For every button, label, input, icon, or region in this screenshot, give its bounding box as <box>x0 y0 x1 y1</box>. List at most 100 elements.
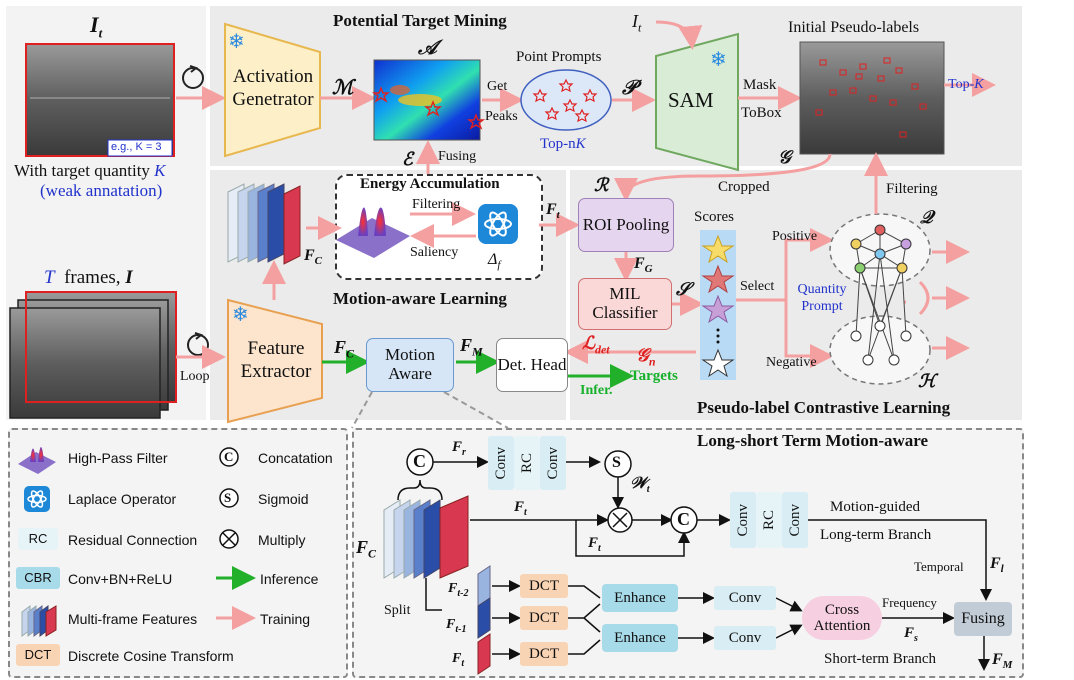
wt-label: 𝒲t <box>630 475 650 496</box>
activation-generator-label: Activation Genetrator <box>232 66 314 110</box>
feature-extractor-shape <box>227 298 323 424</box>
legend-rc: Residual Connection <box>68 532 198 548</box>
lstm-title: Long-short Term Motion-aware <box>697 431 929 450</box>
topnk-label: Top-nK <box>540 136 586 152</box>
conv-block-top-2: Conv <box>540 436 566 490</box>
math-S: 𝒮 <box>676 279 690 299</box>
dct-block-3: DCT <box>520 642 568 666</box>
infer-label: Infer. <box>580 383 613 398</box>
activation-generator-shape <box>224 22 321 158</box>
it-sam-label: It <box>632 11 642 35</box>
legend-sigmoid-symbol: S <box>224 490 232 505</box>
initial-pseudo-labels-image <box>799 41 945 155</box>
ft-label-lstm-2: Ft <box>588 535 601 554</box>
saliency-label: Saliency <box>410 245 459 260</box>
delta-f-label: Δf <box>488 251 501 272</box>
legend-high-pass: High-Pass Filter <box>68 450 168 466</box>
roi-pooling-block: ROI Pooling <box>578 198 674 252</box>
mask-label: Mask <box>743 77 777 93</box>
legend-high-pass-icon <box>18 447 56 474</box>
frozen-icon-feature: ❄ <box>232 304 249 326</box>
sigmoid-symbol: S <box>612 454 621 471</box>
targets-label: Targets <box>630 368 678 384</box>
legend-cbr: Conv+BN+ReLU <box>68 571 173 587</box>
multi-frame-features-icon <box>227 183 301 265</box>
frequency-label: Frequency <box>882 595 937 610</box>
topk-label: Top-K <box>948 77 984 92</box>
gn-label: 𝒢n <box>636 345 656 369</box>
cross-attention-block: Cross Attention <box>802 596 882 640</box>
fm-label: FM <box>460 335 483 359</box>
legend-rc-badge: RC <box>18 528 58 550</box>
positive-label: Positive <box>772 229 818 244</box>
legend-dct-badge: DCT <box>16 644 60 666</box>
concat-symbol: C <box>413 451 426 471</box>
legend-box <box>8 428 348 678</box>
dct-block-2: DCT <box>520 606 568 630</box>
mil-classifier-block: MIL Classifier <box>578 278 672 330</box>
math-P: 𝒫 <box>622 77 637 99</box>
filtering-label: Filtering <box>412 197 461 212</box>
fc-label-green: FC <box>334 337 355 361</box>
legend-cbr-badge: CBR <box>16 567 60 589</box>
conv-block-bot-2: Conv <box>714 626 776 650</box>
get-label: Get <box>487 79 508 94</box>
it-label: It <box>90 12 103 41</box>
math-G: 𝒢 <box>778 147 791 167</box>
motion-guided-label: Motion-guided <box>830 499 920 515</box>
legend-sigmoid: Sigmoid <box>258 491 309 507</box>
fc-label-mal: FC <box>304 247 323 268</box>
legend-concat: Concatation <box>258 450 333 466</box>
point-prompts-label: Point Prompts <box>516 49 602 65</box>
initial-pl-label: Initial Pseudo-labels <box>788 19 920 36</box>
mal-title: Motion-aware Learning <box>333 289 507 308</box>
fusing-block: Fusing <box>954 602 1012 636</box>
filtering2-label: Filtering <box>886 181 938 197</box>
weak-annotation-label: (weak annatation) <box>40 181 163 200</box>
legend-multiply: Multiply <box>258 532 306 548</box>
ft-1-label: Ft-1 <box>446 617 467 635</box>
concat-symbol-2: C <box>677 509 690 529</box>
input-frame-image <box>25 43 175 157</box>
target-quantity-label: With target quantity K <box>14 161 166 180</box>
frozen-icon-sam: ❄ <box>710 49 727 71</box>
math-M: ℳ <box>332 77 354 99</box>
motion-aware-block: Motion Aware <box>366 338 454 392</box>
peaks-label: Peaks <box>485 109 518 124</box>
math-Q: 𝒬 <box>920 207 933 227</box>
dct-block-1: DCT <box>520 574 568 598</box>
example-k-label: e.g., K = 3 <box>111 141 162 153</box>
sam-label: SAM <box>668 88 714 112</box>
point-prompts-ellipse <box>520 69 612 131</box>
negative-label: Negative <box>766 355 817 370</box>
math-H: ℋ <box>918 371 936 391</box>
rc-block-top: RC <box>514 436 540 490</box>
fusing-label: Fusing <box>438 149 477 164</box>
legend-multi-frame: Multi-frame Features <box>68 611 198 627</box>
loop-label: Loop <box>180 369 210 384</box>
conv-block-bot-1: Conv <box>714 586 776 610</box>
legend-inference: Inference <box>260 571 319 587</box>
legend-dct: Discrete Cosine Transform <box>68 648 234 664</box>
legend-training: Training <box>260 611 311 627</box>
legend-laplace: Laplace Operator <box>68 491 177 507</box>
quantity-prompt-label: Quantity Prompt <box>797 282 847 314</box>
ft-label-lstm: Ft <box>514 499 527 518</box>
ft-label-ea: Ft <box>546 201 560 222</box>
ft-2-label: Ft-2 <box>448 581 469 599</box>
select-label: Select <box>740 279 775 294</box>
fs-label: Fs <box>904 625 918 644</box>
rc-block-mid: RC <box>756 492 782 548</box>
conv-block-mid-2: Conv <box>782 492 808 548</box>
math-E: ℰ <box>402 149 413 169</box>
feature-extractor-label: Feature Extractor <box>240 338 312 382</box>
conv-block-top-1: Conv <box>488 436 514 490</box>
short-term-label: Short-term Branch <box>824 651 937 667</box>
t-frames-label: T frames, I <box>44 267 133 288</box>
cropped-label: Cropped <box>718 179 770 195</box>
fg-label: FG <box>634 255 653 276</box>
temporal-label: Temporal <box>914 559 964 574</box>
ldet-label: ℒdet <box>582 333 610 357</box>
pcl-title: Pseudo-label Contrastive Learning <box>697 398 951 417</box>
